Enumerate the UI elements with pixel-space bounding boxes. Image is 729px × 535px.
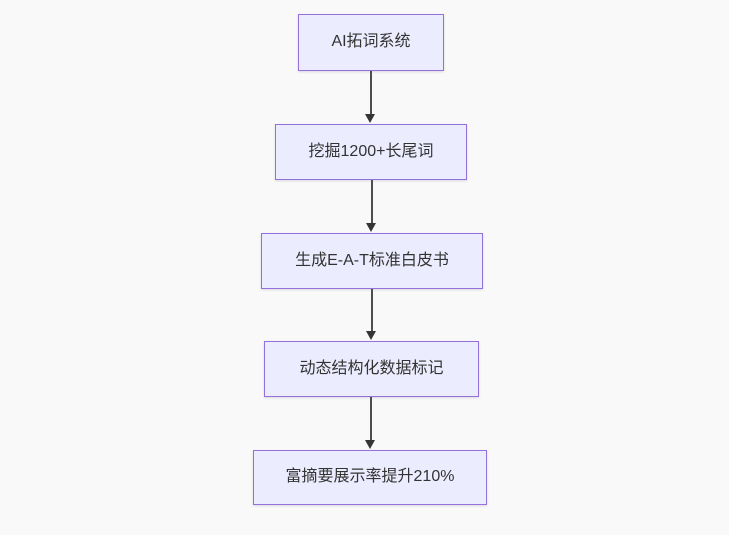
flow-node-n2: 挖掘1200+长尾词 [275, 124, 467, 180]
flow-edge-line [371, 180, 373, 225]
flow-node-label: 生成E-A-T标准白皮书 [295, 251, 449, 269]
flow-arrowhead-icon [366, 331, 376, 340]
flow-edge-line [371, 289, 373, 333]
flow-node-label: AI拓词系统 [331, 33, 411, 51]
flow-node-n3: 生成E-A-T标准白皮书 [261, 233, 483, 289]
flow-arrowhead-icon [366, 223, 376, 232]
flow-node-n4: 动态结构化数据标记 [264, 341, 479, 397]
flow-node-label: 挖掘1200+长尾词 [308, 142, 434, 160]
flow-edge-line [370, 71, 372, 116]
flow-node-label: 动态结构化数据标记 [299, 359, 444, 377]
flow-node-n1: AI拓词系统 [298, 14, 444, 71]
flow-arrowhead-icon [365, 440, 375, 449]
flow-arrowhead-icon [365, 114, 375, 123]
flow-node-label: 富摘要展示率提升210% [285, 468, 455, 486]
flow-node-n5: 富摘要展示率提升210% [253, 450, 487, 505]
flow-edge-line [370, 397, 372, 442]
